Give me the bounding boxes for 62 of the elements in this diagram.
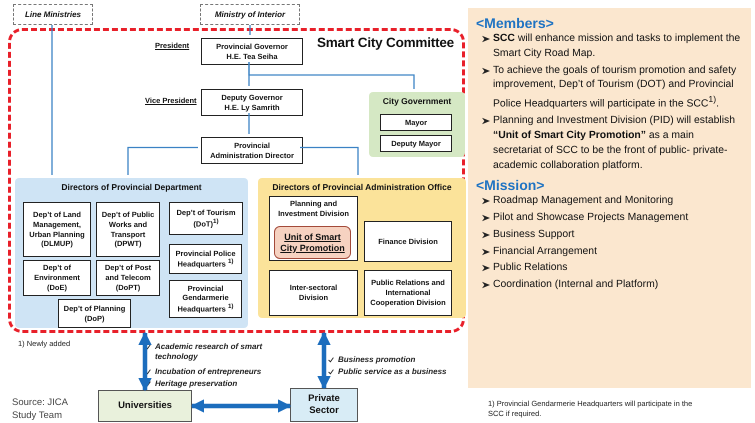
connector-line [248,113,250,134]
org-box [58,299,131,328]
bullet-text: To achieve the goals of tourism promotion and safety improvement, Dep’t of Tourism (DOT) and Provincial Police Headquarters will participate in the SCC$^{1)}$. [493,64,738,112]
bullet-text: Coordination (Internal and Platform) [493,278,658,292]
check-item: Business promotion [338,355,416,366]
bullet-text: Public Relations [493,261,568,276]
bullet-text: Planning and Investment Division (PID) will establish “Unit of Smart City Promotion” as a main secretariat of SCC to be the front of public- private-academic collaboration platform. [493,114,736,173]
committee-title: Smart City Committee [316,35,454,50]
org-box [169,280,242,318]
org-box [269,196,358,261]
org-box [201,89,303,116]
node-label: Ministry of Interior [214,10,286,19]
source-note: Source: JICA Study Team [12,396,69,423]
partner-box [98,390,192,422]
node-label: Unit of Smart City Promotion [279,232,346,254]
connector-line [248,62,415,89]
bullet-text: Financial Arrangement [493,244,597,259]
check-item: Public service as a business [338,367,447,378]
section-heading: <Members> [476,15,555,31]
bullet-text: Business Support [493,228,574,242]
double-arrow [317,332,331,390]
connector-line [300,146,359,175]
group-heading: City Government [382,96,452,106]
partner-box [290,388,358,422]
check-item: Incubation of entrepreneurs [155,367,262,378]
node-label: Line Ministries [24,10,81,19]
org-box [380,114,452,131]
double-arrow [138,332,152,392]
ministry-box [200,4,300,25]
org-box [269,270,358,316]
check-item: Academic research of smart technology [155,342,264,363]
info-panel [468,8,751,388]
org-box [169,202,243,235]
node-label: Private Sector [307,392,341,418]
connector-line [127,146,198,175]
group-heading: Directors of Provincial Department [61,182,202,192]
org-box [364,270,452,316]
org-box [23,202,91,257]
bullet-text: SCC will enhance mission and tasks to implement the Smart City Road Map. [493,32,742,61]
bullet-text: Pilot and Showcase Projects Management [493,211,688,226]
org-box [201,38,303,65]
org-box [23,260,91,296]
org-box [96,202,160,257]
section-heading: <Mission> [476,177,546,194]
group-panel [369,92,465,157]
group-heading: Directors of Provincial Administration Office [272,182,452,192]
group-panel [15,178,248,328]
committee-boundary [8,28,465,333]
org-box [364,221,452,262]
org-box [201,137,303,164]
org-box [380,135,452,152]
group-panel [258,178,466,318]
org-box [96,260,160,296]
unit-box [274,226,351,259]
double-arrow [190,399,292,413]
ministry-box [13,4,93,25]
org-box [169,244,242,274]
bullet-text: Roadmap Management and Monitoring [493,194,674,208]
check-item: Heritage preservation [155,379,238,390]
node-label: Universities [118,400,172,412]
connector-line [51,25,53,175]
connector-line [249,25,251,35]
